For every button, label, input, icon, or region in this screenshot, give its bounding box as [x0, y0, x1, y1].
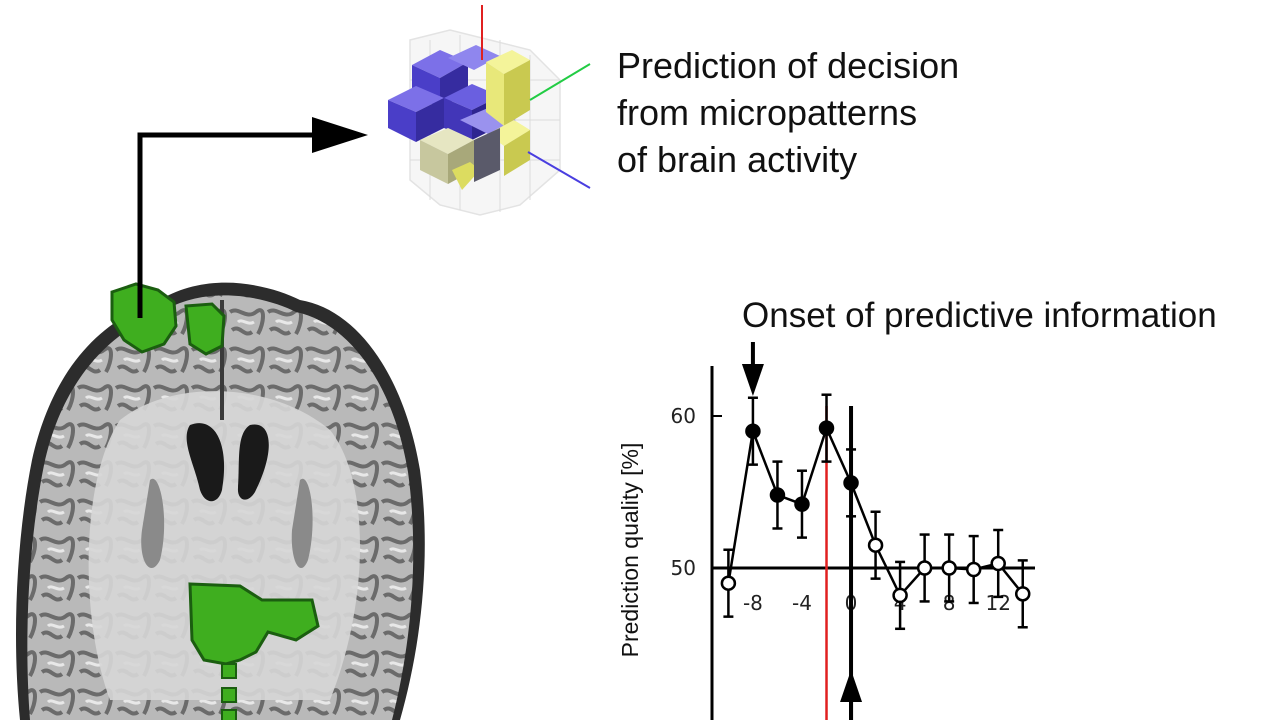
- filled-point: [794, 496, 810, 512]
- brain-illustration: [16, 5, 591, 720]
- open-point: [990, 555, 1006, 572]
- brain-mri-slice-icon: [16, 282, 425, 720]
- voxel-cube-icon: [388, 5, 591, 216]
- open-point: [720, 575, 737, 591]
- open-point: [892, 587, 908, 604]
- open-point: [1014, 586, 1031, 602]
- x-tick-label--4: -4: [792, 591, 812, 615]
- filled-point: [769, 487, 786, 503]
- x-tick-label-8: 8: [943, 591, 956, 615]
- filled-point: [843, 475, 859, 491]
- voxel-caption-line-3: of brain activity: [617, 139, 858, 180]
- voxel-caption-line-2: from micropatterns: [617, 92, 918, 133]
- onset-caption: Onset of predictive information: [742, 296, 1217, 335]
- arrow-right-icon: [137, 117, 368, 318]
- y-tick-label-60: 60: [671, 404, 696, 428]
- chart-y-axis-label: Prediction quality [%]: [617, 443, 643, 658]
- y-tick-label-50: 50: [671, 556, 696, 580]
- filled-point: [745, 423, 761, 439]
- arrow-down-icon: [741, 364, 764, 396]
- open-point: [965, 561, 982, 578]
- arrow-up-icon: [840, 670, 863, 702]
- voxel-caption: Prediction of decision from micropattern…: [617, 42, 959, 183]
- activation-regions: [110, 282, 320, 720]
- voxel-caption-line-1: Prediction of decision: [617, 45, 960, 86]
- x-tick-label--8: -8: [743, 591, 763, 615]
- filled-point: [818, 420, 835, 436]
- open-point: [867, 537, 884, 553]
- open-point: [916, 560, 933, 576]
- open-point: [941, 560, 957, 576]
